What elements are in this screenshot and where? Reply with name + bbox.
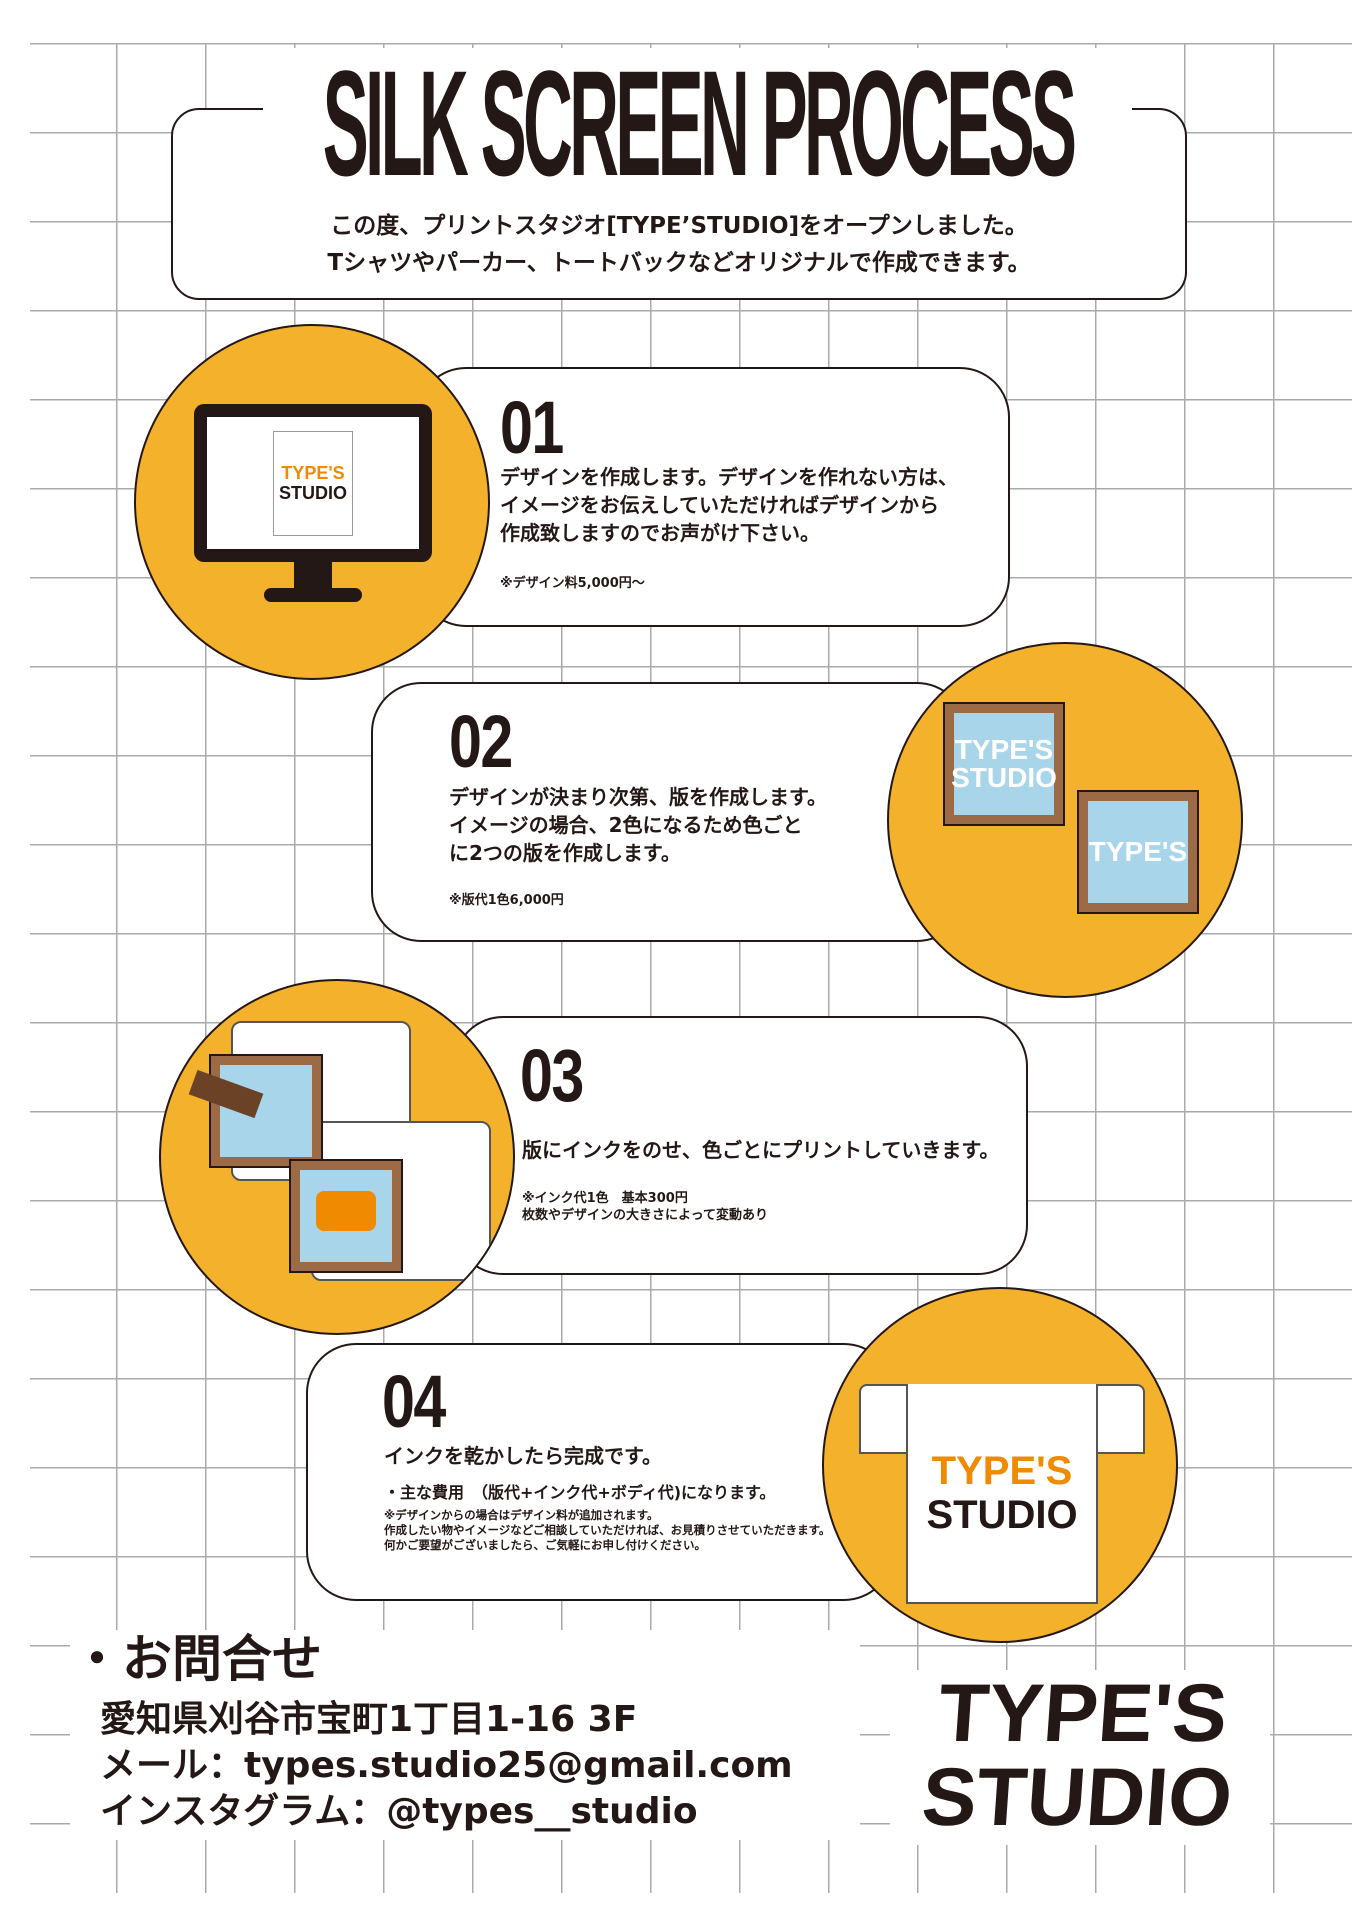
note-line: 何かご要望がございましたら、ご気軽にお申し付けください。 xyxy=(384,1538,706,1552)
step-01-note: ※デザイン料5,000円～ xyxy=(500,576,645,591)
step-04-number: 04 xyxy=(382,1360,446,1443)
step-04-note: ※デザインからの場合はデザイン料が追加されます。 作成したい物やイメージなどご相… xyxy=(384,1508,830,1553)
step-03-number: 03 xyxy=(520,1034,584,1117)
intro-line-2: Tシャツやパーカー、トートバックなどオリジナルで作成できます。 xyxy=(327,250,1031,276)
page-title: SILK SCREEN PROCESS xyxy=(322,39,1076,207)
types-studio-logo: TYPE'S STUDIO xyxy=(889,1668,1271,1843)
contact-instagram[interactable]: インスタグラム：@types__studio xyxy=(100,1791,698,1832)
step-03-circle xyxy=(159,979,515,1335)
text-line: デザインを作成します。デザインを作れない方は、 xyxy=(500,465,958,489)
screen-frame-2: TYPE'S xyxy=(1077,790,1199,914)
logo-bg xyxy=(890,1670,1270,1845)
note-line: 作成したい物やイメージなどご相談していただければ、お見積りさせていただきます。 xyxy=(384,1523,831,1537)
step-03-text: 版にインクをのせ、色ごとにプリントしていきます。 xyxy=(522,1138,1000,1162)
frame-text: STUDIO xyxy=(951,762,1057,793)
text-line: に2つの版を作成します。 xyxy=(449,841,681,865)
page-title-backdrop: SILK SCREEN PROCESS xyxy=(263,48,1132,198)
text-line: イメージの場合、2色になるため色ごと xyxy=(449,813,803,837)
step-04-text: インクを乾かしたら完成です。 xyxy=(384,1444,662,1468)
step-02-note: ※版代1色6,000円 xyxy=(449,893,564,908)
frame-text: TYPE'S xyxy=(954,734,1054,765)
contact-bg xyxy=(70,1630,860,1840)
frame-text: TYPE'S xyxy=(1088,836,1188,867)
monitor-icon: TYPE'S STUDIO xyxy=(194,404,432,562)
step-03-card xyxy=(453,1016,1028,1275)
note-line: 枚数やデザインの大きさによって変動あり xyxy=(522,1208,768,1223)
step-02-number: 02 xyxy=(449,700,513,783)
contact-address: 愛知県刈谷市宝町1丁目1-16 3F xyxy=(100,1699,638,1740)
step-01-text: デザインを作成します。デザインを作れない方は、 イメージをお伝えしていただければ… xyxy=(500,463,958,547)
step-01-number: 01 xyxy=(500,386,564,469)
text-line: 作成致しますのでお声がけ下さい。 xyxy=(500,521,820,545)
shirt-logo-line2: STUDIO xyxy=(926,1493,1078,1537)
step-02-text: デザインが決まり次第、版を作成します。 イメージの場合、2色になるため色ごと に… xyxy=(449,783,827,867)
step-01-circle: TYPE'S STUDIO xyxy=(134,324,490,680)
text-line: イメージをお伝えしていただければデザインから xyxy=(500,493,939,517)
logo-line2: STUDIO xyxy=(919,1752,1236,1843)
step-03-note: ※インク代1色 基本300円 枚数やデザインの大きさによって変動あり xyxy=(522,1190,768,1224)
note-line: ※デザインからの場合はデザイン料が追加されます。 xyxy=(384,1508,659,1522)
note-line: ※インク代1色 基本300円 xyxy=(522,1191,688,1206)
intro-line-1: この度、プリントスタジオ[TYPE’STUDIO]をオープンしました。 xyxy=(330,213,1028,239)
step-04-circle: TYPE'S STUDIO xyxy=(822,1287,1178,1643)
monitor-logo-line1: TYPE'S xyxy=(281,463,345,483)
step-02-card xyxy=(371,682,967,942)
text-line: デザインが決まり次第、版を作成します。 xyxy=(449,785,827,809)
contact-heading: ・お問合せ xyxy=(72,1630,322,1688)
ink-icon xyxy=(316,1191,376,1231)
logo-line1: TYPE'S xyxy=(935,1668,1231,1759)
monitor-logo-line2: STUDIO xyxy=(278,483,347,503)
step-04-cost: ・主な費用 （版代+インク代+ボディ代)になります。 xyxy=(384,1483,776,1502)
shirt-logo-line1: TYPE'S xyxy=(931,1449,1073,1493)
screen-frame xyxy=(209,1054,323,1168)
step-01-card xyxy=(416,367,1010,627)
tshirt-body: TYPE'S STUDIO xyxy=(906,1384,1098,1604)
step-04-card xyxy=(306,1343,894,1601)
contact-email[interactable]: メール：types.studio25@gmail.com xyxy=(100,1745,793,1786)
